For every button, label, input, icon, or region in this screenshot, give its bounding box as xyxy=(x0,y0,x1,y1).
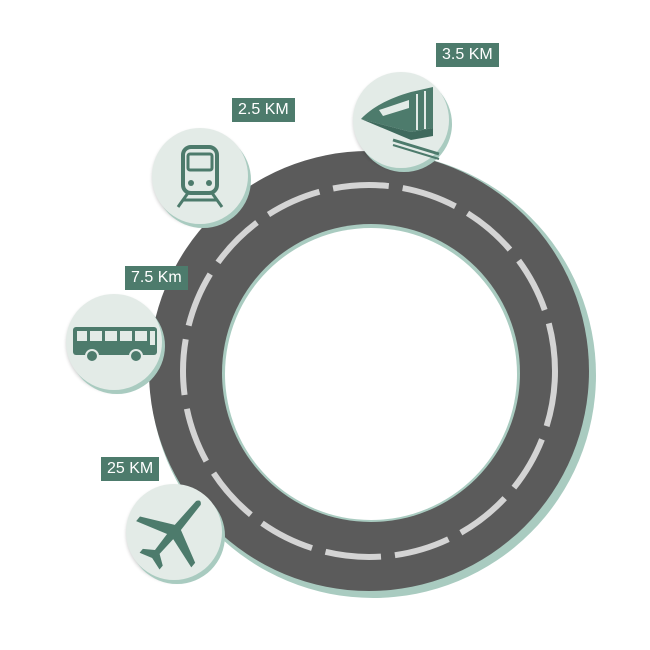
bus-icon xyxy=(73,327,157,363)
distance-label-airplane: 25 KM xyxy=(101,457,160,481)
high-speed-train-icon xyxy=(361,87,440,160)
distance-label-bus: 7.5 Km xyxy=(125,266,188,290)
marker-bus xyxy=(66,294,162,390)
road-center xyxy=(225,228,517,520)
metro-train-icon xyxy=(176,145,224,208)
marker-metro xyxy=(152,128,248,224)
airplane-icon xyxy=(136,500,201,570)
marker-airplane xyxy=(126,484,222,580)
distance-label-metro: 2.5 KM xyxy=(232,98,295,122)
marker-train xyxy=(353,72,449,168)
distance-label-train: 3.5 KM xyxy=(436,43,499,67)
lane-divider xyxy=(180,182,558,560)
